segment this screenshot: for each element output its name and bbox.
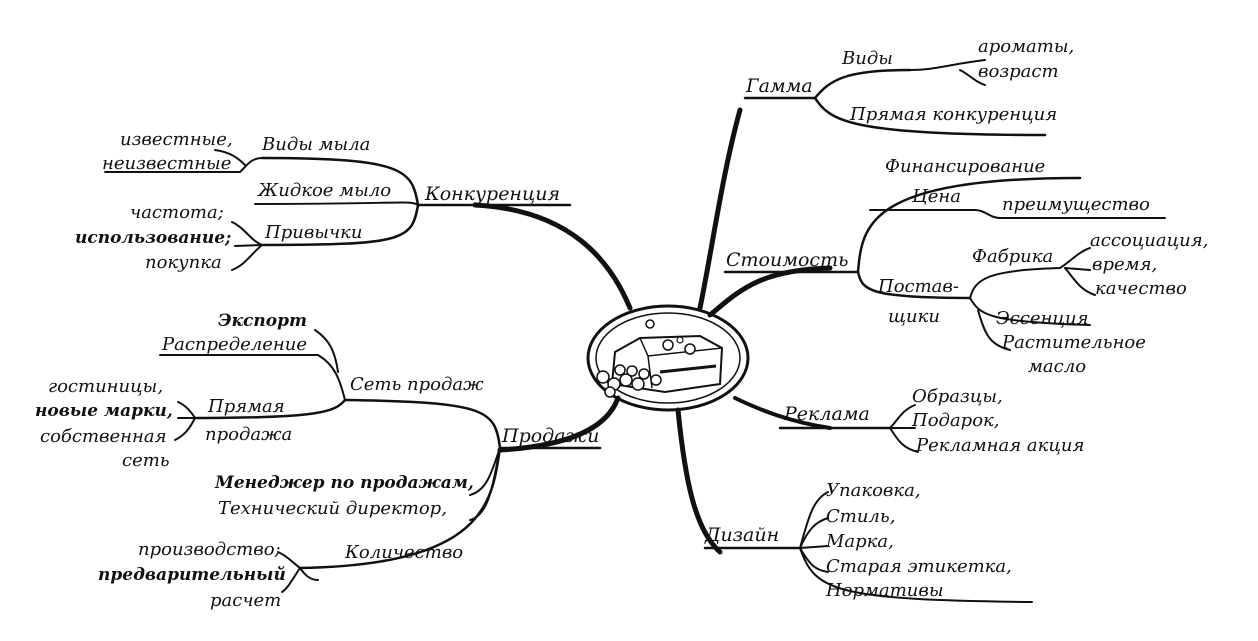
node-distribution: Распределение	[161, 334, 307, 355]
node-design-item-4: Старая этикетка,	[826, 556, 1012, 577]
node-veg-oil-1: Растительное	[1001, 332, 1146, 353]
node-quantity: Количество	[344, 542, 463, 563]
node-design-item-3: Марка,	[825, 531, 894, 552]
node-design: Дизайн	[704, 524, 779, 546]
node-habits-item-2: использование;	[75, 228, 231, 248]
node-gamma: Гамма	[745, 75, 813, 97]
node-sales-network: Сеть продаж	[350, 374, 484, 395]
node-direct-sale-2: продажа	[205, 424, 292, 445]
node-technical-director: Технический директор,	[218, 498, 447, 519]
node-financing: Финансирование	[885, 156, 1045, 177]
node-suppliers-2: щики	[888, 306, 940, 327]
node-habits-item-3: покупка	[145, 252, 222, 273]
node-price: Цена	[911, 186, 961, 207]
node-direct-sale-item-3: собственная	[40, 426, 167, 447]
node-habits: Привычки	[264, 222, 363, 243]
node-soap-types: Виды мыла	[261, 134, 370, 155]
node-adv-item-1: Образцы,	[912, 386, 1003, 407]
node-sales: Продажи	[501, 425, 599, 447]
node-factory: Фабрика	[972, 246, 1053, 267]
node-competition: Конкуренция	[424, 183, 560, 205]
node-cost: Стоимость	[726, 249, 848, 271]
node-direct-sale-1: Прямая	[207, 396, 285, 417]
branch-sales: Продажи Сеть продаж Экспорт Распределени…	[35, 311, 602, 611]
node-quantity-item-1: производство;	[138, 539, 281, 560]
node-design-item-1: Упаковка,	[826, 480, 921, 501]
node-export: Экспорт	[218, 311, 307, 331]
node-direct-sale-item-4: сеть	[122, 450, 170, 471]
node-veg-oil-2: масло	[1028, 356, 1086, 377]
node-adv-item-3: Рекламная акция	[915, 435, 1084, 456]
node-adv-item-2: Подарок,	[911, 410, 1000, 431]
node-sales-manager: Менеджер по продажам,	[214, 473, 474, 493]
node-gamma-types: Виды	[841, 48, 893, 69]
node-suppliers-1: Постав-	[877, 276, 959, 297]
node-direct-competition: Прямая конкуренция	[849, 104, 1057, 125]
branch-design: Дизайн Упаковка, Стиль, Марка, Старая эт…	[703, 480, 1033, 603]
node-soap-types-item-1: известные,	[120, 129, 233, 150]
node-quantity-item-3: расчет	[210, 590, 281, 611]
node-liquid-soap: Жидкое мыло	[256, 180, 391, 201]
node-essence: Эссенция	[996, 308, 1089, 329]
node-gamma-type-1: ароматы,	[978, 36, 1074, 57]
node-design-item-2: Стиль,	[826, 506, 895, 527]
branch-advertising: Реклама Образцы, Подарок, Рекламная акци…	[778, 386, 1084, 456]
node-habits-item-1: частота;	[130, 202, 224, 223]
node-direct-sale-item-1: гостиницы,	[48, 376, 163, 397]
node-quantity-item-2: предварительный	[98, 565, 286, 585]
branch-competition: Конкуренция Виды мыла известные, неизвес…	[75, 129, 572, 273]
node-direct-sale-item-2: новые марки,	[35, 401, 173, 421]
node-factory-item-2: время,	[1092, 254, 1157, 275]
node-factory-item-3: качество	[1095, 278, 1187, 299]
node-advertising: Реклама	[783, 403, 870, 425]
node-soap-types-item-2: неизвестные	[102, 153, 231, 174]
node-factory-item-1: ассоциация,	[1090, 230, 1208, 251]
node-design-item-5: Нормативы	[825, 580, 944, 601]
node-gamma-type-2: возраст	[978, 61, 1059, 82]
branch-cost: Стоимость Финансирование Цена преимущест…	[723, 156, 1208, 377]
node-advantage: преимущество	[1002, 194, 1150, 215]
soap-dish-image	[586, 304, 750, 412]
branch-gamma: Гамма Виды ароматы, возраст Прямая конку…	[743, 36, 1074, 137]
